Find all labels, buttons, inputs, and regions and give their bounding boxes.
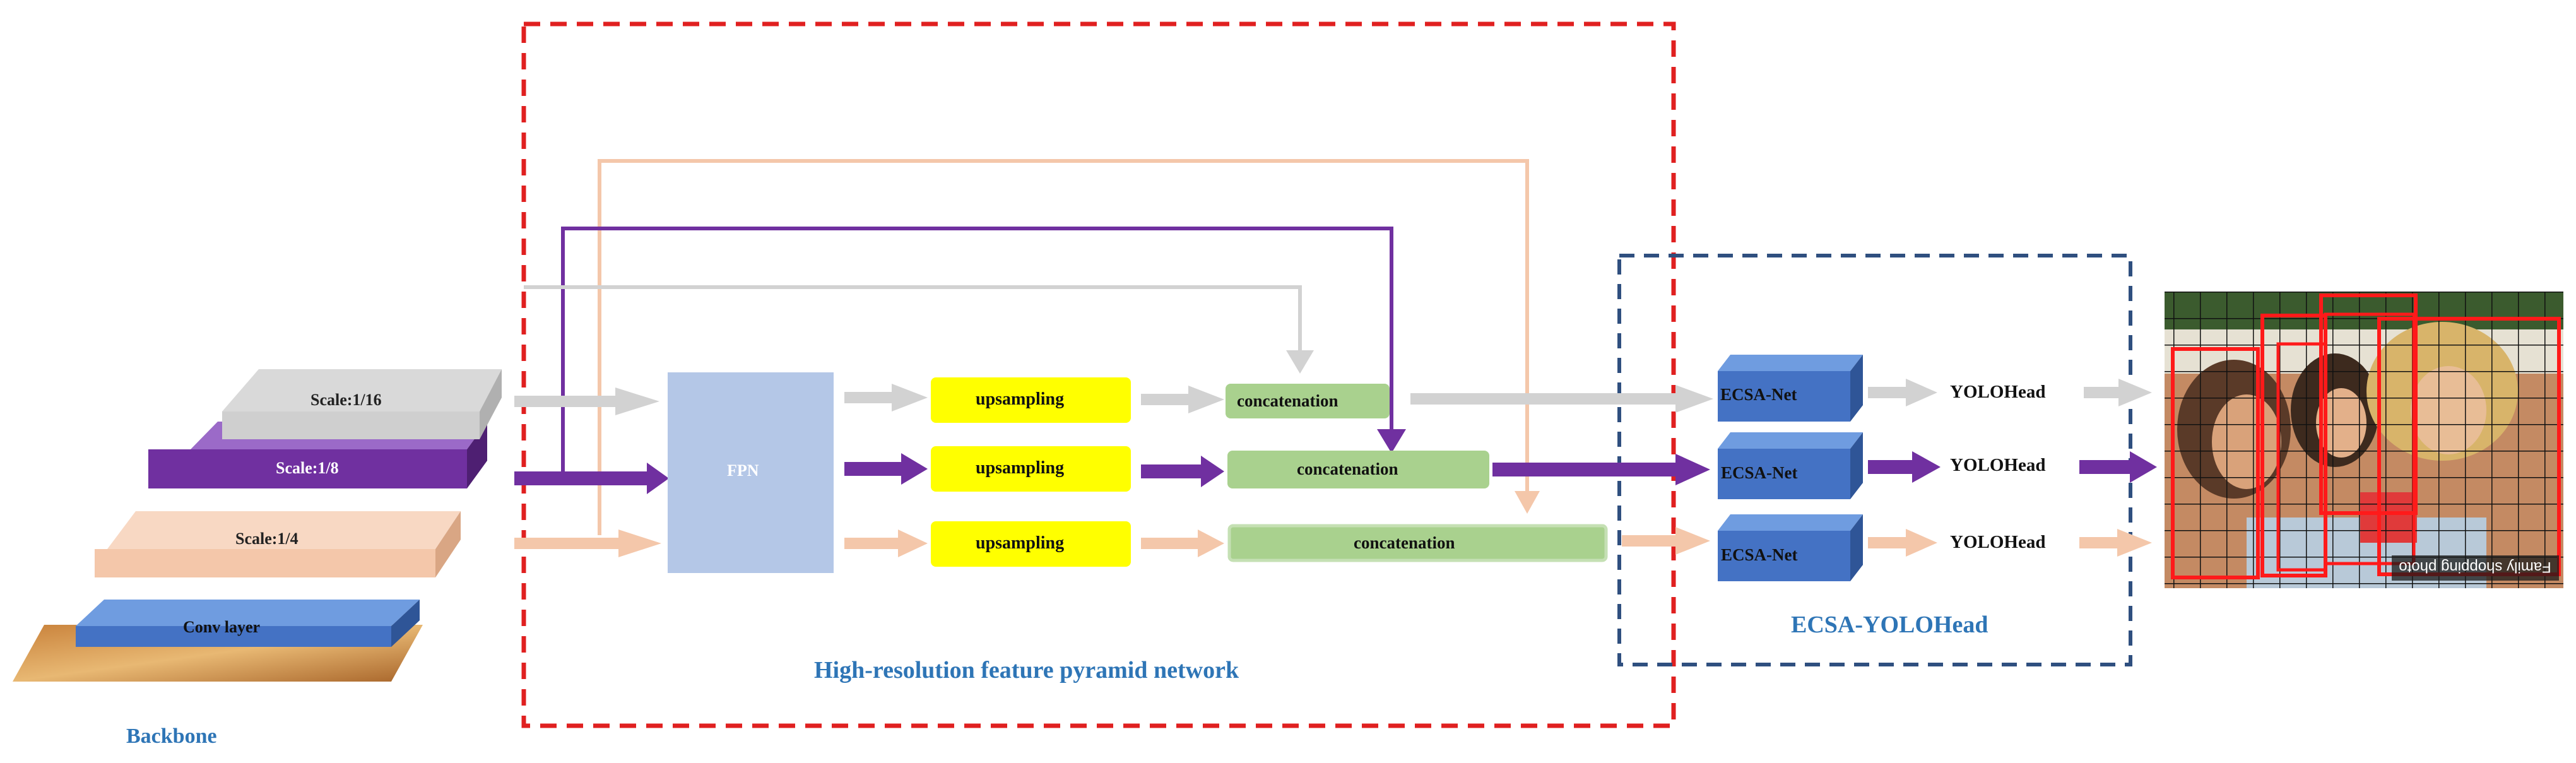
purple-arrow-yolo-body [2079, 460, 2130, 474]
ecsa-cube-2 [1718, 432, 1863, 499]
purple-arrow-fpn-body [844, 462, 901, 476]
conv-layer-top [76, 600, 420, 626]
output-image-watermark: Family shopping photo [2399, 559, 2551, 576]
yolohead-label-1: YOLOHead [1950, 382, 2046, 402]
peach-skip-line [598, 159, 1529, 535]
purple-arrow-up-body [1141, 464, 1201, 478]
peach-arrow-ecsa-head [1906, 529, 1937, 557]
scale-quarter-top [107, 511, 461, 549]
scale-quarter-side [435, 511, 461, 577]
upsampling-label-2: upsampling [976, 458, 1065, 478]
scale-eighth-label: Scale:1/8 [276, 459, 339, 477]
gray-arrow-yolo-head [2118, 379, 2152, 406]
ecsa-net-label-3: ECSA-Net [1721, 545, 1798, 564]
scale-quarter-front [95, 549, 435, 577]
upsampling-label-3: upsampling [976, 533, 1065, 553]
concat-label-2: concatenation [1297, 459, 1398, 478]
purple-skip-line [561, 227, 1393, 472]
ecsa-net-label-1: ECSA-Net [1720, 385, 1797, 404]
purple-arrow-yolo-head [2130, 451, 2157, 483]
purple-skip-arrowhead [1377, 429, 1406, 453]
concat-label-1: concatenation [1237, 391, 1338, 410]
gray-arrow-yolo-body [2084, 387, 2118, 398]
ecsa-cube-1 [1718, 355, 1863, 422]
purple-arrow-backbone-body [514, 471, 647, 485]
upsampling-block-1 [931, 377, 1131, 423]
purple-arrow-ecsa-body [1868, 460, 1912, 474]
scale-sixteenth-top [222, 369, 502, 411]
peach-arrow-fpn-head [898, 529, 928, 557]
yolohead-label-3: YOLOHead [1950, 532, 2046, 552]
gray-arrow-up-body [1141, 394, 1188, 405]
peach-arrow-backbone-body [514, 538, 618, 549]
gray-skip-line [524, 285, 1302, 350]
peach-arrow-ecsa-body [1868, 537, 1906, 548]
purple-arrow-concat-head [1675, 454, 1710, 485]
peach-arrow-up-head [1198, 529, 1224, 557]
gray-arrow-backbone-body [514, 396, 615, 407]
ecsa-cube-3 [1718, 514, 1863, 581]
gray-skip-arrowhead [1286, 350, 1314, 374]
backbone-caption: Backbone [126, 725, 217, 748]
peach-arrow-concat-head [1675, 527, 1710, 555]
detection-box-5 [2324, 312, 2416, 565]
peach-skip-arrowhead [1515, 491, 1540, 514]
ecsa-net-label-2: ECSA-Net [1721, 463, 1798, 482]
purple-arrow-concat-body [1492, 463, 1675, 476]
peach-arrow-backbone-head [618, 529, 661, 557]
concat-block-3 [1227, 524, 1608, 562]
purple-arrow-fpn-head [901, 453, 928, 485]
gray-arrow-concat-body [1410, 393, 1675, 405]
upsampling-label-1: upsampling [976, 389, 1065, 409]
gray-arrow-ecsa-body [1868, 387, 1906, 398]
conv-layer-front [76, 626, 391, 647]
conv-layer-label: Conv layer [183, 618, 261, 636]
scale-quarter-label: Scale:1/4 [235, 529, 298, 548]
peach-arrow-fpn-body [844, 538, 898, 549]
peach-arrow-concat-body [1622, 535, 1675, 547]
fpn-section-frame [521, 21, 1676, 728]
purple-arrow-up-head [1201, 456, 1224, 487]
upsampling-block-2 [931, 446, 1131, 492]
peach-arrow-up-body [1141, 538, 1198, 549]
fpn-block [668, 372, 834, 573]
gray-arrow-concat-head [1675, 385, 1713, 413]
gray-arrow-up-head [1188, 386, 1224, 413]
head-section-caption: ECSA-YOLOHead [1791, 612, 1988, 638]
output-image: Family shopping photo [2165, 292, 2563, 588]
concat-label-3: concatenation [1354, 533, 1455, 552]
backbone-stack [13, 369, 502, 682]
gray-arrow-ecsa-head [1906, 379, 1937, 406]
purple-arrow-ecsa-head [1912, 451, 1941, 483]
peach-arrow-yolo-head [2117, 529, 2152, 557]
gray-arrow-fpn-body [844, 392, 892, 403]
scale-sixteenth-label: Scale:1/16 [310, 391, 382, 409]
upsampling-block-3 [931, 521, 1131, 567]
gray-arrow-fpn-head [892, 384, 928, 411]
scale-eighth-front [148, 449, 467, 488]
fpn-label: FPN [727, 461, 759, 480]
scale-sixteenth-front [222, 411, 480, 439]
concat-block-2 [1227, 451, 1489, 488]
fpn-section-caption: High-resolution feature pyramid network [814, 657, 1239, 683]
purple-arrow-backbone-head [647, 463, 669, 494]
detection-box-1 [2171, 347, 2260, 579]
conv-layer-side [391, 600, 420, 647]
peach-arrow-yolo-body [2079, 537, 2117, 548]
scale-eighth-side [467, 422, 487, 488]
scale-sixteenth-side [480, 369, 502, 439]
concat-block-1 [1226, 384, 1390, 418]
gray-arrow-backbone-head [615, 387, 659, 415]
yolohead-label-2: YOLOHead [1950, 455, 2046, 475]
detection-box-4 [2319, 293, 2418, 515]
